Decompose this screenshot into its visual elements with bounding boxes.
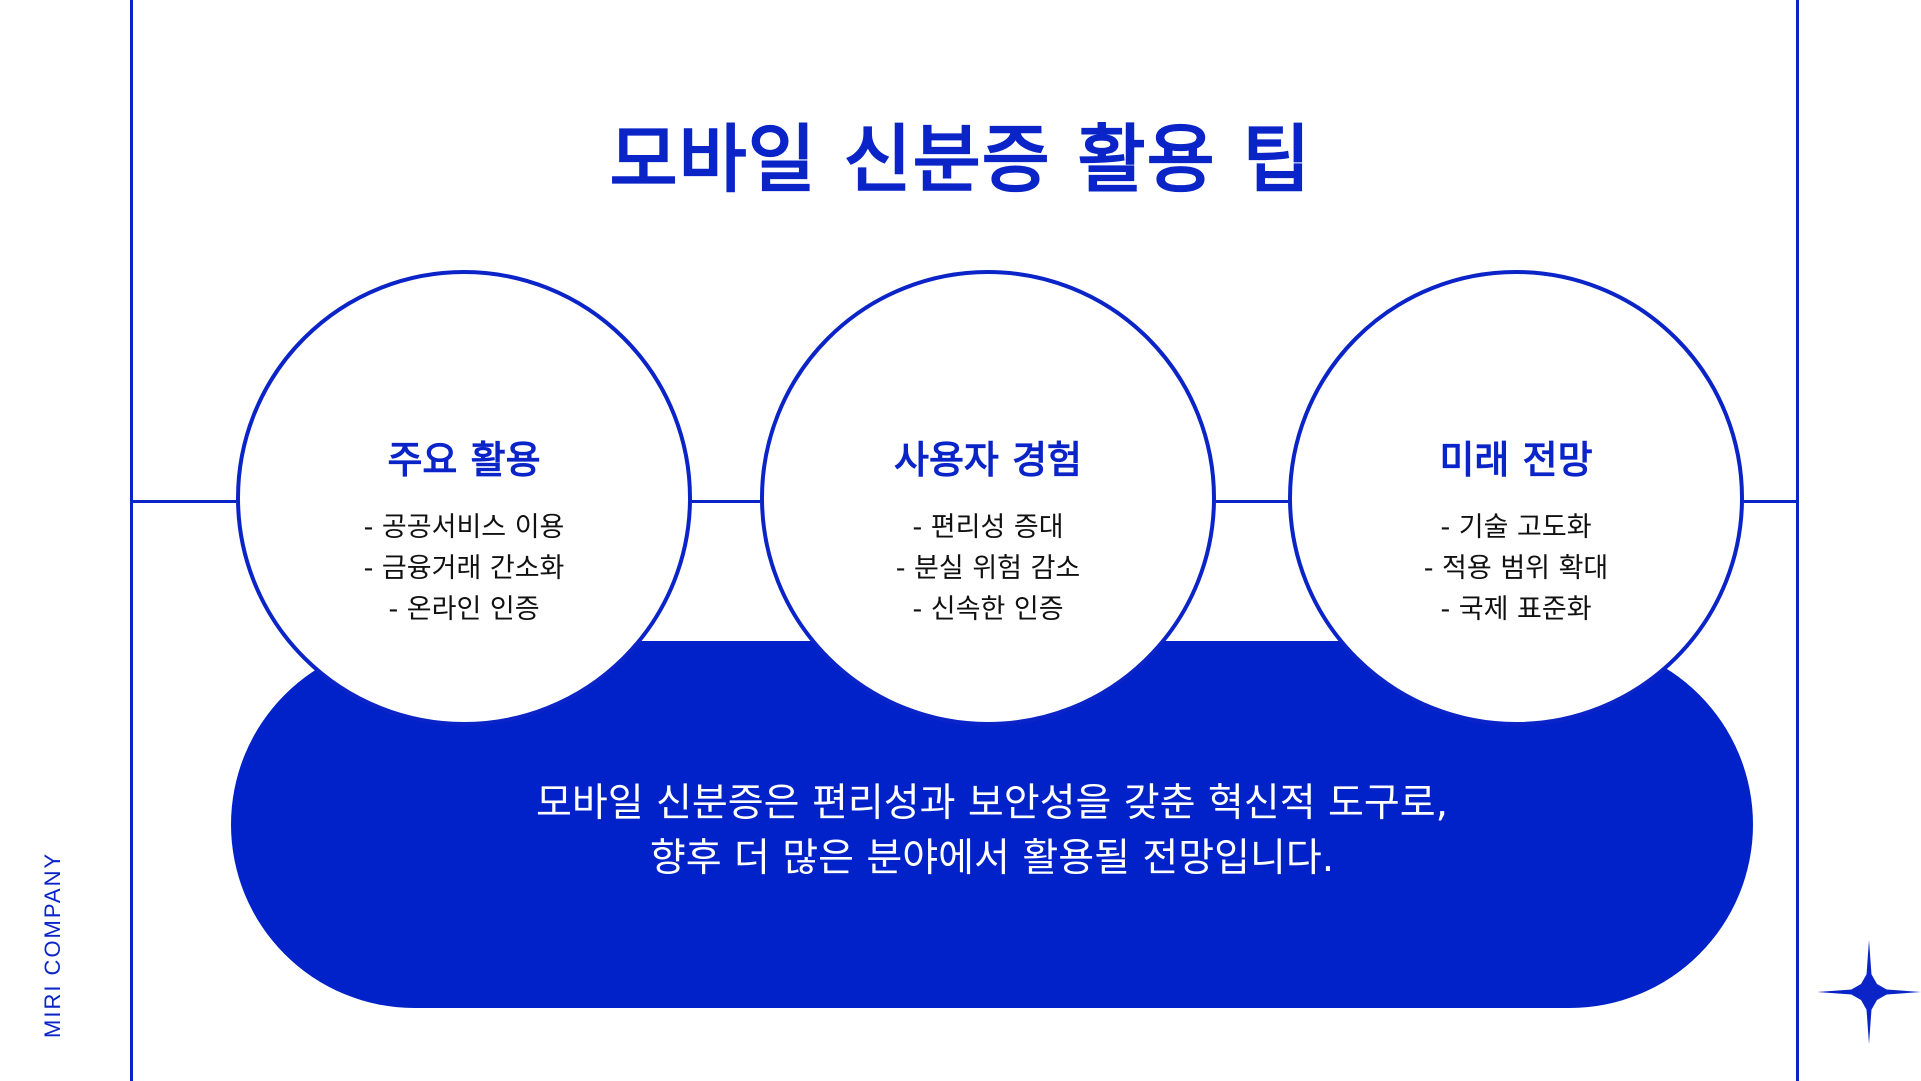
connector-line-left <box>132 500 236 503</box>
circle-main-uses: 주요 활용 - 공공서비스 이용 - 금융거래 간소화 - 온라인 인증 <box>236 270 692 726</box>
circle-list: - 기술 고도화 - 적용 범위 확대 - 국제 표준화 <box>1292 507 1740 630</box>
right-frame-line <box>1796 0 1799 1081</box>
circle-user-experience: 사용자 경험 - 편리성 증대 - 분실 위험 감소 - 신속한 인증 <box>760 270 1216 726</box>
list-item: - 기술 고도화 <box>1440 512 1592 543</box>
circle-title: 사용자 경험 <box>893 438 1083 482</box>
list-item: - 국제 표준화 <box>1440 594 1592 625</box>
connector-line-right <box>1744 500 1796 503</box>
left-frame-line <box>130 0 133 1081</box>
circle-title: 주요 활용 <box>387 438 541 482</box>
list-item: - 분실 위험 감소 <box>895 553 1081 584</box>
list-item: - 온라인 인증 <box>388 594 540 625</box>
circle-title: 미래 전망 <box>1439 438 1593 482</box>
summary-line-1: 모바일 신분증은 편리성과 보안성을 갖춘 혁신적 도구로, <box>535 781 1449 826</box>
connector-line-1 <box>692 500 760 503</box>
summary-line-2: 향후 더 많은 분야에서 활용될 전망입니다. <box>649 836 1335 881</box>
connector-line-2 <box>1216 500 1288 503</box>
list-item: - 금융거래 간소화 <box>363 553 565 584</box>
circle-list: - 편리성 증대 - 분실 위험 감소 - 신속한 인증 <box>764 507 1212 630</box>
circle-list: - 공공서비스 이용 - 금융거래 간소화 - 온라인 인증 <box>240 507 688 630</box>
list-item: - 신속한 인증 <box>912 594 1064 625</box>
list-item: - 공공서비스 이용 <box>363 512 565 543</box>
page-title: 모바일 신분증 활용 팁 <box>609 117 1312 203</box>
list-item: - 편리성 증대 <box>912 512 1064 543</box>
sparkle-star-icon <box>1817 940 1921 1044</box>
circle-future-outlook: 미래 전망 - 기술 고도화 - 적용 범위 확대 - 국제 표준화 <box>1288 270 1744 726</box>
brand-label: MIRI COMPANY <box>40 851 65 1038</box>
summary-text: 모바일 신분증은 편리성과 보안성을 갖춘 혁신적 도구로, 향후 더 많은 분… <box>231 776 1753 886</box>
list-item: - 적용 범위 확대 <box>1423 553 1609 584</box>
